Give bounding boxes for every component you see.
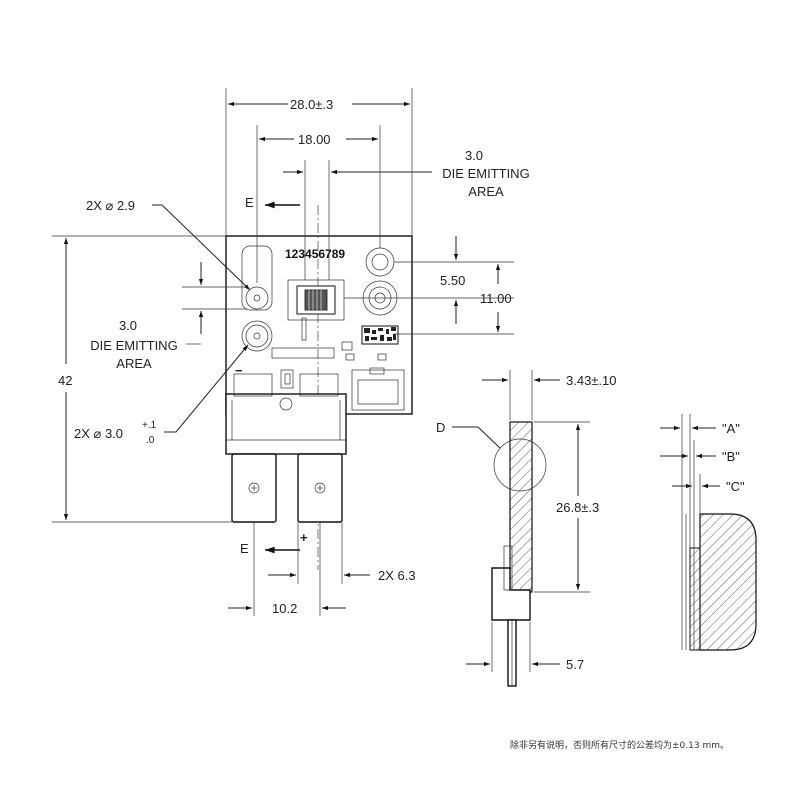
- detail-body: [699, 513, 757, 651]
- detail-view: "A" "B" "C": [660, 414, 757, 651]
- detail-layer-c: [689, 547, 701, 651]
- component-small-3: [377, 353, 387, 361]
- dim-hole-small: 2X ⌀ 2.9: [86, 198, 135, 213]
- section-label-top: E: [245, 195, 254, 210]
- side-tab: [503, 545, 513, 591]
- detail-label-d: D: [436, 420, 445, 435]
- center-tab: [280, 369, 294, 389]
- component-small-1: [341, 341, 353, 351]
- dim-terminal-width: 2X 6.3: [378, 568, 416, 583]
- dim-layer-a: "A": [722, 421, 740, 436]
- dim-die-area-left-label: DIE EMITTING: [90, 338, 177, 353]
- side-body: [509, 421, 533, 593]
- dim-die-area-top-label: DIE EMITTING: [442, 166, 529, 181]
- detail-d-circle: [493, 438, 547, 492]
- board-outline: [225, 235, 413, 415]
- dim-pin-offset: 5.7: [566, 657, 584, 672]
- dim-die-area-left-label2: AREA: [116, 356, 152, 371]
- component-small-2: [345, 353, 355, 361]
- polarity-minus: −: [235, 363, 243, 378]
- dim-side-height: 26.8±.3: [556, 500, 599, 515]
- side-view: D 3.43±.10 26.8±.3 5.7: [436, 370, 617, 687]
- mounting-hole-small: [245, 286, 269, 310]
- connector-right: [351, 369, 405, 411]
- die-lines: [308, 290, 322, 310]
- dim-hole-large: 2X ⌀ 3.0: [74, 426, 123, 441]
- dim-overall-height: 42: [58, 373, 72, 388]
- terminal-block-left: [233, 373, 273, 397]
- polarity-plus: +: [300, 530, 308, 545]
- section-label-bottom: E: [240, 541, 249, 556]
- dim-die-offset: 5.50: [440, 273, 465, 288]
- dim-hole-large-tol-plus: +.1: [142, 420, 157, 431]
- dim-hole-vertical: 11.00: [480, 291, 512, 306]
- terminal-block-right: [299, 373, 339, 397]
- dim-die-area-left: 3.0: [119, 318, 137, 333]
- front-view: E E 123456789: [52, 88, 530, 616]
- dim-hole-large-tol-minus: .0: [146, 435, 155, 446]
- mounting-hole-small-center: [253, 294, 261, 302]
- side-housing: [491, 567, 531, 621]
- serial-number: 123456789: [285, 247, 345, 261]
- dim-overall-width: 28.0±.3: [290, 97, 333, 112]
- tolerance-footnote: 除非另有说明，否则所有尺寸的公差均为±0.13 mm。: [510, 739, 729, 751]
- qr-code-pattern: [364, 327, 396, 341]
- dim-terminal-spacing: 10.2: [272, 601, 297, 616]
- led-die-frame: [287, 279, 345, 321]
- dim-layer-c: "C": [726, 479, 745, 494]
- dim-die-area-top-label2: AREA: [468, 184, 504, 199]
- dim-thickness: 3.43±.10: [566, 373, 617, 388]
- terminal-housing: [225, 393, 347, 455]
- housing-hole: [279, 397, 293, 411]
- component-bar: [301, 317, 307, 341]
- dim-die-area-top: 3.0: [465, 148, 483, 163]
- dim-layer-b: "B": [722, 449, 740, 464]
- led-emitter: [304, 289, 328, 311]
- resistor-strip: [271, 347, 335, 359]
- mounting-hole-large: [241, 320, 273, 352]
- dim-hole-spacing: 18.00: [298, 132, 331, 147]
